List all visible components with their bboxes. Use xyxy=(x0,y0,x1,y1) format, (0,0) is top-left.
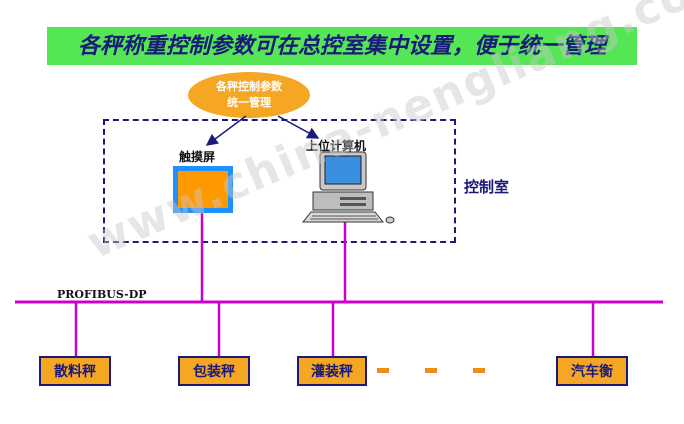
title-banner: 各秤称重控制参数可在总控室集中设置，便于统一管理 xyxy=(47,27,637,65)
arrow-to-computer xyxy=(277,115,320,139)
touch-screen-icon xyxy=(173,166,233,213)
scale-bulk: 散料秤 xyxy=(39,356,111,386)
scale-truck: 汽车衡 xyxy=(556,356,628,386)
ellipsis-dash-2 xyxy=(425,368,437,373)
oval-line-1: 各秤控制参数 xyxy=(216,80,282,93)
control-room-boundary xyxy=(103,119,456,243)
oval-line-2: 统一管理 xyxy=(227,96,271,109)
computer-icon xyxy=(301,151,395,224)
bus-label: PROFIBUS-DP xyxy=(57,288,147,301)
control-room-label: 控制室 xyxy=(464,178,510,196)
computer-label: 上位计算机 xyxy=(306,139,367,153)
arrow-to-touch-screen xyxy=(205,115,247,146)
ellipsis-dash-3 xyxy=(473,368,485,373)
scale-filling: 灌装秤 xyxy=(297,356,367,386)
scale-packaging: 包装秤 xyxy=(178,356,250,386)
ellipsis-dash-1 xyxy=(377,368,389,373)
parameter-management-oval: 各秤控制参数 统一管理 xyxy=(188,72,310,118)
touch-screen-label: 触摸屏 xyxy=(179,150,216,164)
